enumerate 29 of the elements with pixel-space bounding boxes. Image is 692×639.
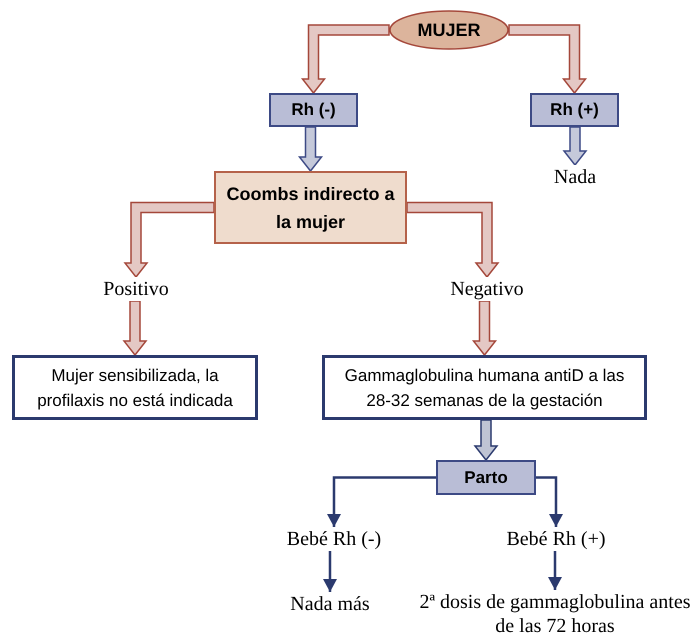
box-label: Coombs indirecto a la mujer bbox=[225, 182, 396, 234]
start-ellipse bbox=[389, 10, 509, 50]
box-label: Mujer sensibilizada, la profilaxis no está indicada bbox=[36, 364, 234, 412]
process-box bbox=[322, 355, 647, 420]
hollow-arrow bbox=[473, 419, 499, 462]
box-label: Parto bbox=[464, 466, 508, 489]
hollow-arrow bbox=[298, 126, 324, 172]
hollow-arrow bbox=[562, 126, 588, 166]
hollow-arrow bbox=[472, 300, 498, 356]
arrow bbox=[327, 476, 436, 527]
arrow bbox=[548, 551, 562, 590]
box-label: Rh (-) bbox=[291, 99, 336, 122]
box-label: Gammaglobulina humana antiD a las 28-32 semanas de la gestación bbox=[344, 364, 626, 412]
arrow bbox=[536, 476, 563, 527]
arrow bbox=[323, 551, 337, 592]
process-box bbox=[530, 93, 619, 127]
box-label: Rh (+) bbox=[550, 99, 599, 122]
hollow-arrow bbox=[123, 202, 215, 278]
hollow-arrow bbox=[300, 24, 390, 94]
outcome-label: Positivo bbox=[103, 277, 169, 301]
outcome-label: Negativo bbox=[450, 277, 524, 301]
ellipse-label: MUJER bbox=[417, 18, 480, 42]
hollow-arrow bbox=[508, 24, 588, 94]
process-box bbox=[12, 355, 258, 420]
process-box bbox=[214, 171, 407, 244]
hollow-arrow bbox=[406, 202, 500, 278]
process-box bbox=[269, 93, 358, 127]
process-box bbox=[436, 460, 536, 495]
hollow-arrow bbox=[122, 300, 148, 356]
